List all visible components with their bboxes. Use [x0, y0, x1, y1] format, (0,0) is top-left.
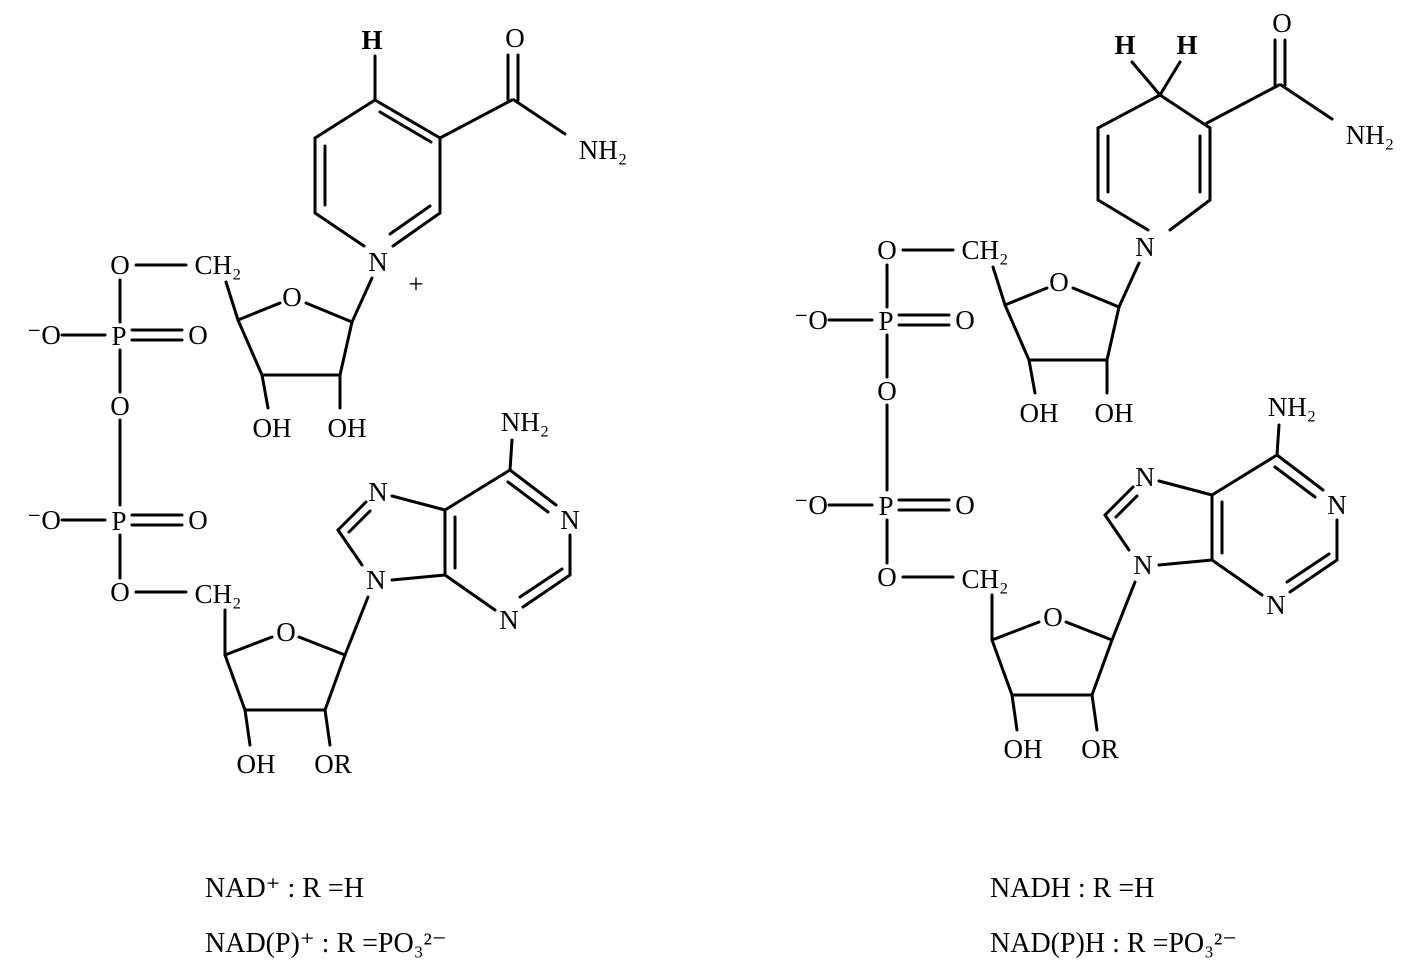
or-label: OR	[1081, 734, 1119, 764]
ribose-oxygen-label: O	[282, 282, 302, 312]
adenine-n9-label: N	[366, 565, 386, 595]
ring-hydrogen-label: H	[361, 25, 382, 55]
ring-nitrogen-label: N	[1135, 232, 1155, 262]
positive-charge-label: +	[408, 269, 423, 299]
caption-nadph: NAD(P)H : R =PO₃²⁻	[990, 928, 1237, 959]
molecule-skeleton: O NH₂ N O CH₂ OH OH O ⁻O P O O ⁻O P O O …	[794, 8, 1394, 764]
phosphorus-label: P	[111, 321, 126, 351]
adenine-n1-label: N	[560, 505, 580, 535]
dihydropyridine-ring: H H	[1098, 30, 1210, 230]
anionic-oxygen-label: ⁻O	[794, 305, 828, 335]
hydroxyl-label: OH	[1004, 734, 1043, 764]
adenine-n1-label: N	[1327, 490, 1347, 520]
phosphorus-label: P	[878, 491, 893, 521]
anionic-oxygen-label: ⁻O	[27, 320, 61, 350]
hydroxyl-label: OH	[237, 749, 276, 779]
ribose-oxygen-label: O	[1049, 267, 1069, 297]
ribose-oxygen-label: O	[276, 617, 296, 647]
hydroxyl-label: OH	[1095, 398, 1134, 428]
ch2-label: CH₂	[962, 564, 1009, 594]
adenine-n7-label: N	[1135, 462, 1155, 492]
ring-hydrogen-label: H	[1176, 30, 1197, 60]
phosphorus-label: P	[878, 306, 893, 336]
ch2-label: CH₂	[195, 579, 242, 609]
bridge-oxygen-label: O	[877, 376, 897, 406]
nad-plus-molecule: O NH₂ N O CH₂ OH OH O ⁻O P O O ⁻O P O O …	[27, 23, 627, 779]
anionic-oxygen-label: ⁻O	[794, 490, 828, 520]
phosphate-oxygen-label: O	[110, 577, 130, 607]
bridge-oxygen-label: O	[110, 391, 130, 421]
adenine-n9-label: N	[1133, 550, 1153, 580]
adenine-n3-label: N	[1266, 590, 1286, 620]
phosphorus-label: P	[111, 506, 126, 536]
phosphate-oxygen-label: O	[877, 235, 897, 265]
bonds	[829, 40, 1337, 730]
hydroxyl-label: OH	[253, 413, 292, 443]
carbonyl-oxygen-label: O	[505, 23, 525, 53]
caption-nadp: NAD(P)⁺ : R =PO₃²⁻	[205, 928, 447, 959]
hydroxyl-label: OH	[328, 413, 367, 443]
double-bond-oxygen-label: O	[188, 320, 208, 350]
ribose-oxygen-label: O	[1043, 602, 1063, 632]
nadh-molecule: O NH₂ N O CH₂ OH OH O ⁻O P O O ⁻O P O O …	[794, 8, 1394, 764]
caption-nad: NAD⁺ : R =H	[205, 873, 364, 904]
adenine-n3-label: N	[499, 605, 519, 635]
ring-nitrogen-label: N	[368, 247, 388, 277]
double-bond-oxygen-label: O	[188, 505, 208, 535]
amide-nh2-label: NH₂	[1346, 120, 1394, 150]
adenine-n7-label: N	[368, 477, 388, 507]
double-bond-oxygen-label: O	[955, 305, 975, 335]
carbonyl-oxygen-label: O	[1272, 8, 1292, 38]
caption-nadh: NADH : R =H	[990, 873, 1154, 904]
anionic-oxygen-label: ⁻O	[27, 505, 61, 535]
phosphate-oxygen-label: O	[877, 562, 897, 592]
hydroxyl-label: OH	[1020, 398, 1059, 428]
adenine-amine-label: NH₂	[501, 407, 549, 437]
phosphate-oxygen-label: O	[110, 250, 130, 280]
amide-nh2-label: NH₂	[579, 135, 627, 165]
ch2-label: CH₂	[195, 250, 242, 280]
adenine-amine-label: NH₂	[1268, 392, 1316, 422]
or-label: OR	[314, 749, 352, 779]
double-bond-oxygen-label: O	[955, 490, 975, 520]
ch2-label: CH₂	[962, 235, 1009, 265]
ring-hydrogen-label: H	[1114, 30, 1135, 60]
